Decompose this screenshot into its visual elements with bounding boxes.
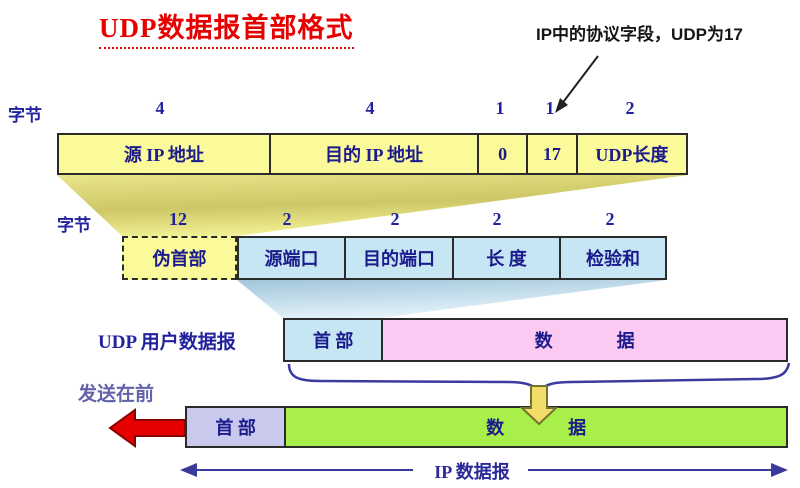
udp-data-char-right: 据 xyxy=(616,331,635,351)
byte-count: 2 xyxy=(390,209,400,229)
udp-data-cell: 数 据 xyxy=(381,320,786,360)
byte-count: 4 xyxy=(365,98,375,118)
byte-label-row2: 字节 xyxy=(57,216,91,235)
byte-count: 2 xyxy=(282,209,292,229)
field-zero: 0 xyxy=(477,135,526,173)
byte-label-row1: 字节 xyxy=(8,106,42,125)
byte-count: 2 xyxy=(492,209,502,229)
field-checksum: 检验和 xyxy=(558,238,665,278)
ip-header-cell: 首 部 xyxy=(187,408,285,446)
field-length: 长 度 xyxy=(451,238,559,278)
wedge-row1-to-pseudoheader xyxy=(57,175,688,236)
byte-count: 1 xyxy=(545,98,555,118)
field-udp-length: UDP长度 xyxy=(575,135,686,173)
byte-count: 12 xyxy=(169,209,187,229)
field-source-port: 源端口 xyxy=(264,249,319,269)
udp-datagram-label: UDP 用户数据报 xyxy=(98,332,236,353)
udp-datagram-row: 首 部 数 据 xyxy=(283,318,788,362)
udp-header-cell: 首 部 xyxy=(285,320,382,360)
wedge-udpheader-to-datagram xyxy=(237,280,667,318)
byte-count: 4 xyxy=(155,98,165,118)
ip-datagram-row: 首 部 数 据 xyxy=(185,406,788,448)
ip-data-char-right: 据 xyxy=(568,418,587,438)
udp-header-fields-row: 源端口 目的端口 长 度 检验和 xyxy=(237,236,667,280)
page-title: UDP数据报首部格式 xyxy=(99,6,354,49)
byte-count: 1 xyxy=(495,98,505,118)
field-dest-ip: 目的 IP 地址 xyxy=(268,135,478,173)
field-dest-port: 目的端口 xyxy=(344,238,452,278)
udp-data-char-left: 数 xyxy=(534,331,553,351)
ip-datagram-extent-label: IP 数据报 xyxy=(418,458,526,484)
field-source-ip: 源 IP 地址 xyxy=(123,145,204,165)
ip-data-cell: 数 据 xyxy=(284,408,786,446)
field-protocol-17: 17 xyxy=(526,135,576,173)
pseudo-header-fields-row: 源 IP 地址 目的 IP 地址 0 17 UDP长度 xyxy=(57,133,688,175)
byte-count: 2 xyxy=(605,209,615,229)
send-first-label: 发送在前 xyxy=(78,384,155,405)
byte-count: 2 xyxy=(625,98,635,118)
field-pseudo-header: 伪首部 xyxy=(122,236,237,280)
ip-data-char-left: 数 xyxy=(486,418,505,438)
protocol-field-annotation: IP中的协议字段，UDP为17 xyxy=(536,25,743,44)
